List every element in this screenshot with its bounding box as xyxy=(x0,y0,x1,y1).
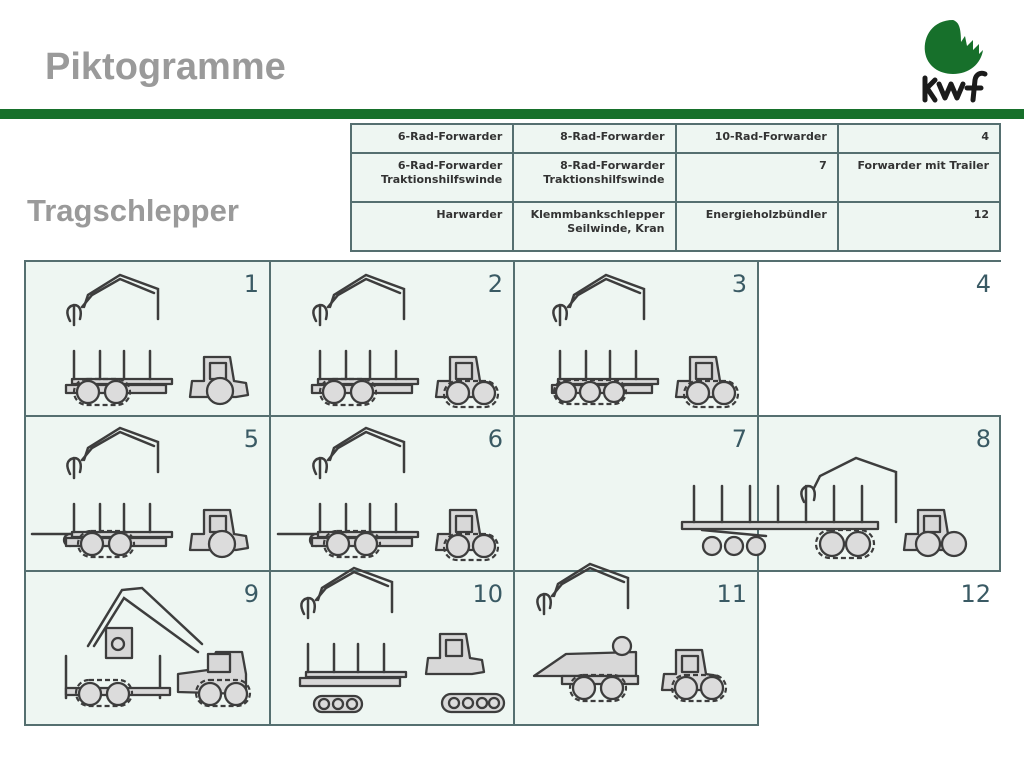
cell-number: 11 xyxy=(716,580,747,608)
pictogram-energy-wood-bundler xyxy=(532,562,728,703)
pictogram-forwarder-6wheel-winch xyxy=(30,426,250,559)
legend-cell: 12 xyxy=(836,201,1002,252)
pictogram-cell-4: 4 xyxy=(759,262,1001,417)
pictogram-forwarder-8wheel-winch xyxy=(276,426,500,562)
pictogram-cell-9: 9 xyxy=(26,572,271,726)
legend-cell: 10-Rad-Forwarder xyxy=(674,122,839,155)
legend-cell: 8-Rad-Forwarder Traktionshilfswinde xyxy=(512,152,677,204)
legend-cell: 6-Rad-Forwarder xyxy=(349,122,515,155)
cell-number: 3 xyxy=(731,270,747,298)
legend-cell: 4 xyxy=(836,122,1002,155)
cell-number: 1 xyxy=(243,270,259,298)
pictogram-forwarder-10wheel xyxy=(550,273,740,409)
legend-row: 6-Rad-Forwarder Traktionshilfswinde 8-Ra… xyxy=(349,152,1002,204)
pictogram-cell-1: 1 xyxy=(26,262,271,417)
pictogram-forwarder-6wheel xyxy=(64,273,250,407)
header-divider xyxy=(0,109,1024,119)
pictogram-cell-6: 6 xyxy=(271,417,515,572)
pictogram-cell-7: 7 xyxy=(515,417,759,572)
legend-cell: Harwarder xyxy=(349,201,515,252)
legend-table: 6-Rad-Forwarder 8-Rad-Forwarder 10-Rad-F… xyxy=(349,122,1002,252)
section-title: Tragschlepper xyxy=(27,193,239,228)
pictogram-cell-3: 3 xyxy=(515,262,759,417)
cell-number: 12 xyxy=(960,580,991,608)
legend-cell: Energieholzbündler xyxy=(674,201,839,252)
pictogram-clambunk-skidder xyxy=(298,566,506,714)
cell-number: 10 xyxy=(472,580,503,608)
pictogram-harwarder xyxy=(64,586,252,708)
pictogram-cell-5: 5 xyxy=(26,417,271,572)
cell-number: 4 xyxy=(975,270,991,298)
kwf-logo xyxy=(922,20,988,103)
pictogram-cell-2: 2 xyxy=(271,262,515,417)
pictogram-forwarder-with-trailer xyxy=(680,456,968,560)
pictogram-cell-11: 11 xyxy=(515,572,759,726)
page-title: Piktogramme xyxy=(45,46,286,88)
legend-cell: 8-Rad-Forwarder xyxy=(512,122,677,155)
cell-number: 7 xyxy=(731,425,747,453)
pictogram-cell-10: 10 xyxy=(271,572,515,726)
pictogram-cell-8: 8 xyxy=(759,417,1001,572)
cell-number: 5 xyxy=(243,425,259,453)
pictogram-grid: 1 2 3 4 5 6 7 8 9 10 11 12 xyxy=(24,260,1001,726)
pictogram-cell-12: 12 xyxy=(759,572,1001,726)
cell-number: 2 xyxy=(487,270,503,298)
pictograms-layer xyxy=(30,273,968,714)
pictogram-forwarder-8wheel xyxy=(310,273,500,409)
legend-cell: 6-Rad-Forwarder Traktionshilfswinde xyxy=(349,152,515,204)
cell-number: 8 xyxy=(975,425,991,453)
legend-cell: 7 xyxy=(674,152,839,204)
cell-number: 9 xyxy=(243,580,259,608)
legend-row: Harwarder Klemmbankschlepper Seilwinde, … xyxy=(349,201,1002,252)
legend-row: 6-Rad-Forwarder 8-Rad-Forwarder 10-Rad-F… xyxy=(349,122,1002,155)
cell-number: 6 xyxy=(487,425,503,453)
legend-cell: Klemmbankschlepper Seilwinde, Kran xyxy=(512,201,677,252)
legend-cell: Forwarder mit Trailer xyxy=(836,152,1002,204)
